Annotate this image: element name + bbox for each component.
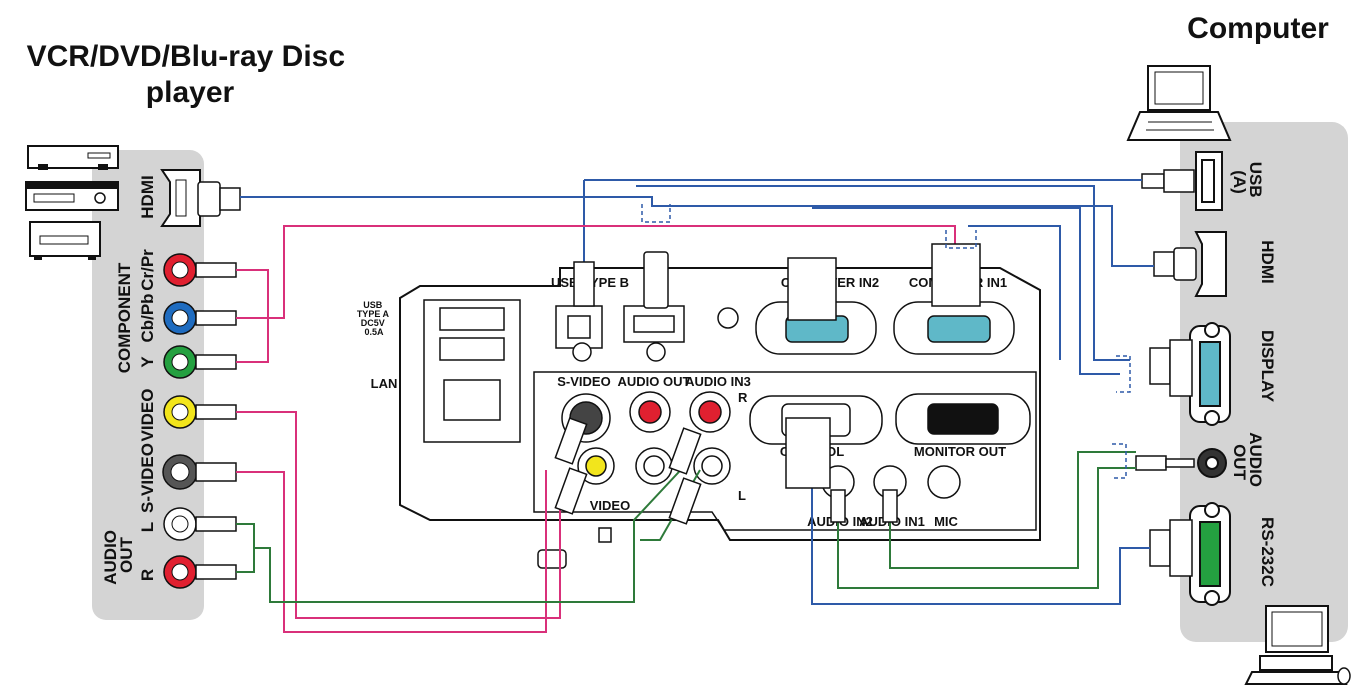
- dvd-player-icon: [25, 181, 119, 211]
- label-r-proj: R: [738, 390, 748, 405]
- label-lan: LAN: [371, 376, 398, 391]
- label-audio-out-computer: AUDIO OUT: [1230, 432, 1265, 492]
- label-cb-pb: Cb/Pb: [138, 293, 157, 342]
- label-component: COMPONENT: [115, 262, 134, 373]
- right-port-labels: USB (A) HDMI DISPLAY AUDIO OUT RS-232C: [1230, 162, 1277, 587]
- label-s-video-source: S-VIDEO: [138, 443, 157, 513]
- left-port-labels: HDMI COMPONENT Cr/Pr Cb/Pb Y VIDEO S-VID…: [101, 175, 157, 584]
- label-usb-a: USB (A): [1230, 162, 1265, 203]
- dashed-brackets: [641, 204, 1131, 479]
- label-monitor-out: MONITOR OUT: [914, 444, 1006, 459]
- source-plugs: [195, 181, 241, 580]
- left-device-title: VCR/DVD/Blu-ray Disc player: [27, 40, 354, 109]
- projector-plugs: [554, 243, 981, 525]
- label-mic: MIC: [934, 514, 958, 529]
- label-usb-type-a: USB TYPE A DC5V 0.5A: [357, 300, 391, 337]
- right-device-title: Computer: [1187, 12, 1329, 45]
- source-rca-jacks: [162, 253, 198, 589]
- computer-plugs: [1135, 169, 1197, 577]
- label-rs232c: RS-232C: [1258, 517, 1277, 587]
- computer-ports: [1189, 151, 1231, 606]
- source-hdmi-port: [160, 169, 201, 227]
- label-hdmi-computer: HDMI: [1258, 240, 1277, 283]
- label-l-proj: L: [738, 488, 746, 503]
- blue-cables: [240, 179, 1154, 605]
- label-s-video: S-VIDEO: [557, 374, 610, 389]
- label-video-source: VIDEO: [138, 389, 157, 442]
- label-audio-in3: AUDIO IN3: [685, 374, 751, 389]
- label-y: Y: [138, 356, 157, 368]
- vcr-icon: [27, 145, 119, 170]
- label-l-source: L: [138, 522, 157, 532]
- pink-cables: [236, 225, 956, 633]
- laptop-icon: [1126, 65, 1232, 141]
- projector-inner-panel: [533, 371, 1037, 531]
- label-hdmi-source: HDMI: [138, 175, 157, 218]
- label-audio-out: AUDIO OUT: [618, 374, 691, 389]
- label-audio-out-source: AUDIO OUT: [101, 525, 136, 585]
- label-video-proj: VIDEO: [590, 498, 630, 513]
- blu-ray-player-icon: [29, 221, 101, 260]
- label-cr-pr: Cr/Pr: [138, 249, 157, 291]
- label-r-source: R: [138, 569, 157, 581]
- label-display: DISPLAY: [1258, 330, 1277, 403]
- desktop-pc-icon: [1244, 605, 1351, 685]
